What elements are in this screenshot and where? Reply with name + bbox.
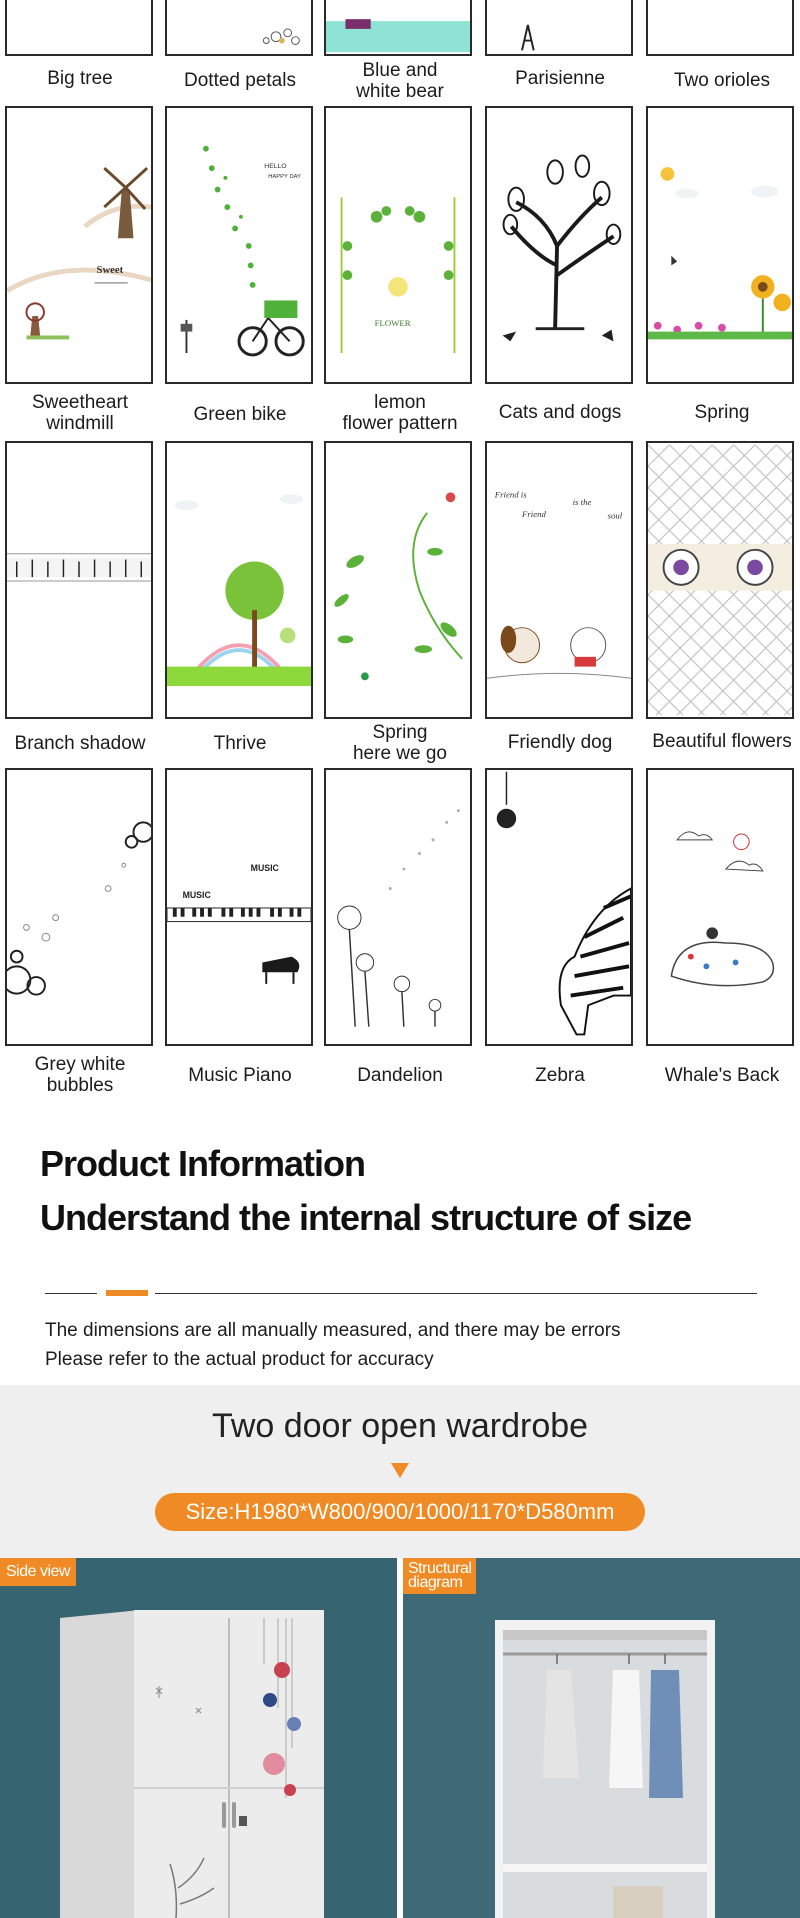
caption-branch-shadow: Branch shadow <box>14 733 146 754</box>
pattern-tile-spring-here-we-go[interactable] <box>324 441 472 719</box>
music-label: MUSIC <box>251 863 280 873</box>
pattern-tile-blue-white-bear[interactable] <box>324 0 472 56</box>
pattern-tile-thrive[interactable] <box>165 441 313 719</box>
structural-tag-line: diagram <box>408 1574 463 1591</box>
caption-friendly-dog: Friendly dog <box>507 732 613 753</box>
structural-tag-line: Structural <box>408 1560 472 1577</box>
side-view-image <box>0 1558 397 1918</box>
sweet-label: Sweet <box>97 264 124 276</box>
pattern-tile-branch-shadow[interactable] <box>5 441 153 719</box>
caption-lemon-flower: lemon flower pattern <box>320 392 480 434</box>
caption-line: Grey white <box>34 1054 126 1075</box>
pattern-tile-whales-back[interactable] <box>646 768 794 1046</box>
hello-label: HELLO <box>264 163 286 170</box>
info-title: Product Information <box>40 1143 366 1184</box>
wardrobe-title: Two door open wardrobe <box>211 1407 589 1445</box>
pattern-tile-cats-dogs[interactable] <box>485 106 633 384</box>
pattern-tile-sweetheart-windmill[interactable]: Sweet <box>5 106 153 384</box>
caption-line: Blue and <box>362 60 438 81</box>
caption-big-tree: Big tree <box>47 68 113 89</box>
structural-tag: Structural diagram <box>403 1558 477 1594</box>
caption-green-bike: Green bike <box>193 404 287 425</box>
tile-script-text: soul <box>608 511 623 521</box>
pattern-tile-zebra[interactable] <box>485 768 633 1046</box>
pattern-tile-green-bike[interactable]: HELLO HAPPY DAY <box>165 106 313 384</box>
caption-line: white bear <box>356 81 444 102</box>
caption-sweetheart-windmill: Sweetheart windmill <box>0 392 160 434</box>
side-view-tag: Side view <box>0 1558 76 1586</box>
caption-line: Sweetheart <box>31 392 129 413</box>
tile-script-text: is the <box>573 497 592 507</box>
pattern-tile-two-orioles[interactable] <box>646 0 794 56</box>
caption-spring: Spring <box>694 402 750 423</box>
caption-line: lemon <box>374 392 426 413</box>
accuracy-note: Please refer to the actual product for a… <box>45 1349 434 1370</box>
pattern-tile-grey-white-bubbles[interactable] <box>5 768 153 1046</box>
caption-grey-white-bubbles: Grey white bubbles <box>0 1054 160 1096</box>
side-view-photo: Side view <box>0 1558 397 1918</box>
tile-script-text: Friend <box>521 509 546 519</box>
caption-cats-dogs: Cats and dogs <box>498 402 622 423</box>
caption-line: flower pattern <box>342 413 458 434</box>
caption-parisienne: Parisienne <box>515 68 605 89</box>
caption-music-piano: Music Piano <box>188 1065 292 1086</box>
pattern-tile-dandelion[interactable] <box>324 768 472 1046</box>
measure-note: The dimensions are all manually measured… <box>45 1320 621 1341</box>
divider-accent <box>106 1290 148 1296</box>
caption-line: bubbles <box>46 1075 114 1096</box>
structural-image <box>403 1558 800 1918</box>
caption-beautiful-flowers: Beautiful flowers <box>652 731 792 752</box>
down-arrow-icon <box>391 1463 409 1478</box>
pattern-tile-big-tree[interactable] <box>5 0 153 56</box>
pattern-tile-music-piano[interactable]: MUSIC MUSIC <box>165 768 313 1046</box>
tile-script-text: Friend is <box>494 489 527 499</box>
structural-photo: Structural diagram <box>403 1558 800 1918</box>
pattern-tile-dotted-petals[interactable] <box>165 0 313 56</box>
caption-blue-white-bear: Blue and white bear <box>320 60 480 102</box>
caption-whales-back: Whale's Back <box>664 1065 780 1086</box>
caption-zebra: Zebra <box>535 1065 585 1086</box>
wardrobe-band: Two door open wardrobe Size:H1980*W800/9… <box>0 1385 800 1558</box>
caption-two-orioles: Two orioles <box>673 70 771 91</box>
pattern-tile-lemon-flower[interactable]: FLOWER <box>324 106 472 384</box>
happy-day-label: HAPPY DAY <box>268 174 301 180</box>
caption-thrive: Thrive <box>213 733 267 754</box>
caption-line: windmill <box>46 413 114 434</box>
pattern-tile-spring[interactable] <box>646 106 794 384</box>
caption-line: Spring <box>372 722 428 743</box>
flower-label: FLOWER <box>375 318 411 328</box>
caption-dandelion: Dandelion <box>357 1065 443 1086</box>
size-badge: Size:H1980*W800/900/1000/1170*D580mm <box>155 1493 645 1531</box>
music-label: MUSIC <box>183 890 212 900</box>
pattern-tile-beautiful-flowers[interactable] <box>646 441 794 719</box>
info-subtitle: Understand the internal structure of siz… <box>40 1197 692 1238</box>
divider-right <box>155 1293 757 1294</box>
caption-dotted-petals: Dotted petals <box>184 70 296 91</box>
caption-line: here we go <box>352 743 447 764</box>
divider-left <box>45 1293 97 1294</box>
pattern-tile-friendly-dog[interactable]: Friend is Friend is the soul <box>485 441 633 719</box>
caption-spring-here-we-go: Spring here we go <box>320 722 480 764</box>
pattern-tile-parisienne[interactable] <box>485 0 633 56</box>
